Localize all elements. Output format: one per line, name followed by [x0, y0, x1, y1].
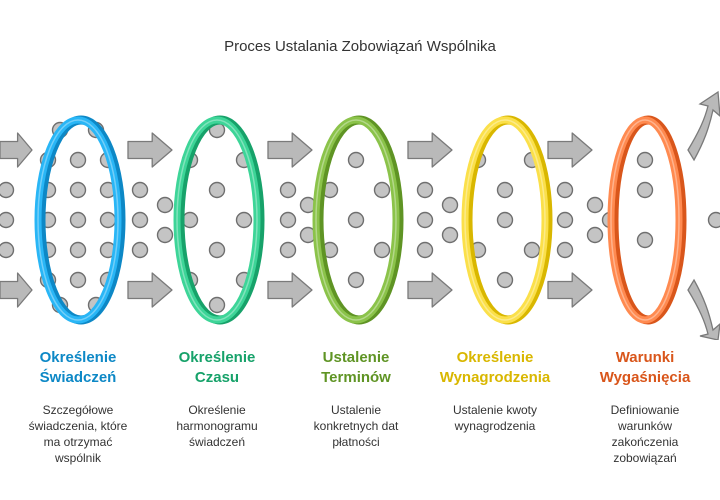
particle-dot [586, 226, 604, 244]
particle-dot [416, 211, 434, 229]
particle-dot [496, 271, 514, 289]
flow-arrow-icon [547, 132, 593, 168]
flow-diagram [0, 90, 720, 340]
particle-dot [416, 241, 434, 259]
particle-dot [0, 241, 15, 259]
particle-dot [69, 241, 87, 259]
flow-arrow-icon [0, 132, 33, 168]
lime-ring-icon [312, 116, 400, 324]
particle-dot [156, 226, 174, 244]
particle-dot [586, 196, 604, 214]
particle-dot [69, 271, 87, 289]
particle-dot [496, 181, 514, 199]
green-ring-icon [173, 116, 261, 324]
particle-dot [156, 196, 174, 214]
particle-dot [441, 226, 459, 244]
yellow-ring-icon [461, 116, 549, 324]
particle-dot [556, 241, 574, 259]
ring-highlight [176, 119, 258, 321]
flow-arrow-icon [127, 272, 173, 308]
particle-dot [523, 241, 541, 259]
exit-arrow-up-icon [687, 90, 720, 162]
flow-arrow-icon [407, 272, 453, 308]
particle-dot [131, 181, 149, 199]
particle-dot [556, 211, 574, 229]
ring-highlight [464, 119, 546, 321]
particle-dot [131, 241, 149, 259]
flow-arrow-icon [267, 132, 313, 168]
particle-dot [707, 211, 720, 229]
particle-dot [636, 181, 654, 199]
particle-dot [416, 181, 434, 199]
particle-dot [0, 211, 15, 229]
particle-dot [208, 296, 226, 314]
particle-dot [99, 211, 117, 229]
exit-arrow-down-icon [687, 278, 720, 340]
particle-dot [279, 211, 297, 229]
particle-dot [347, 151, 365, 169]
particle-dot [181, 211, 199, 229]
particle-dot [373, 181, 391, 199]
diagram-title: Proces Ustalania Zobowiązań Wspólnika [224, 38, 496, 55]
particle-dot [131, 211, 149, 229]
particle-dot [235, 211, 253, 229]
orange-ring-icon [607, 116, 683, 324]
particle-dot [496, 211, 514, 229]
particle-dot [279, 181, 297, 199]
ring-highlight [37, 119, 119, 321]
particle-dot [556, 181, 574, 199]
particle-dot [347, 211, 365, 229]
flow-arrow-icon [547, 272, 593, 308]
particle-dot [441, 196, 459, 214]
particle-dot [373, 241, 391, 259]
ring-highlight [610, 119, 680, 321]
blue-ring-icon [34, 116, 122, 324]
particle-dot [208, 181, 226, 199]
flow-arrow-icon [407, 132, 453, 168]
particle-dot [636, 231, 654, 249]
flow-arrow-icon [267, 272, 313, 308]
flow-arrow-icon [0, 272, 33, 308]
ring-highlight [315, 119, 397, 321]
flow-arrow-icon [127, 132, 173, 168]
particle-dot [0, 181, 15, 199]
particle-dot [69, 211, 87, 229]
particle-dot [208, 241, 226, 259]
particle-dot [636, 151, 654, 169]
particle-dot [279, 241, 297, 259]
particle-dot [69, 181, 87, 199]
particle-dot [69, 151, 87, 169]
particle-dot [347, 271, 365, 289]
